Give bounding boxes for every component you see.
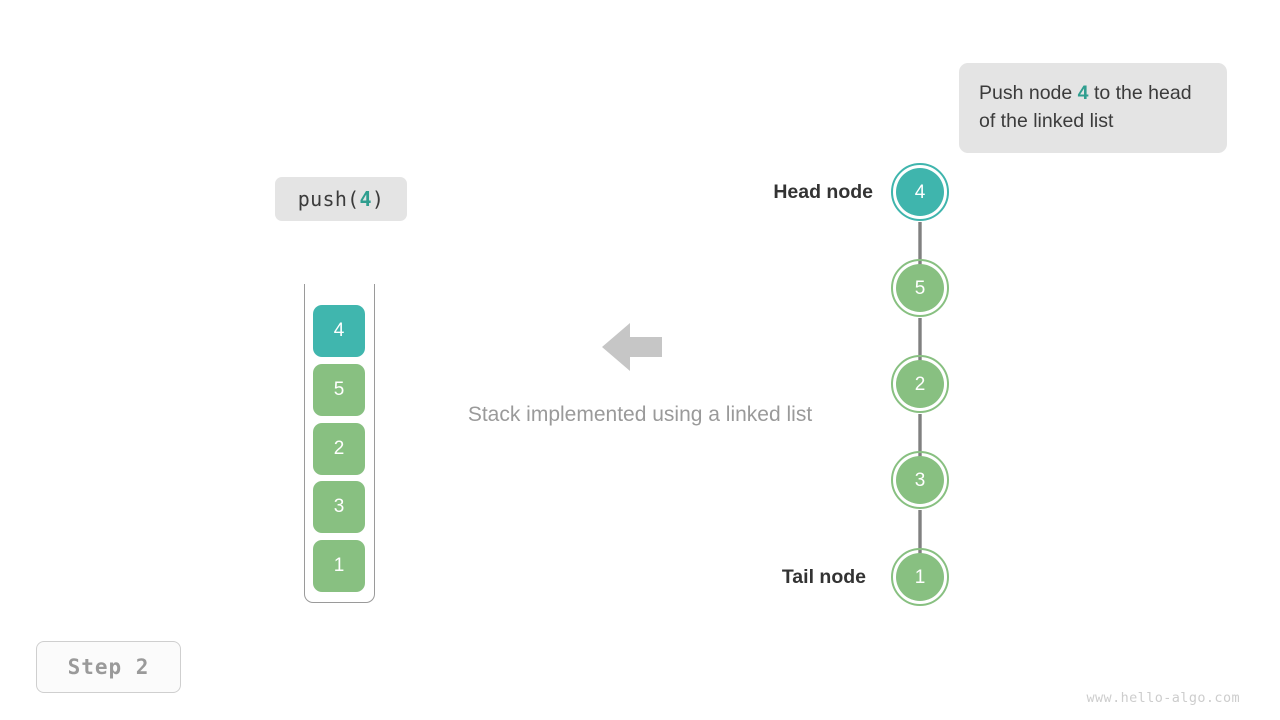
node-ring (891, 259, 949, 317)
stack-cell-4: 1 (313, 540, 365, 592)
node-value: 3 (914, 469, 926, 491)
linked-list-node-4: 1 (891, 548, 949, 606)
node-core: 4 (896, 168, 944, 216)
linked-list-node-0: 4 (891, 163, 949, 221)
node-value: 2 (914, 373, 926, 395)
node-core: 1 (896, 553, 944, 601)
node-core: 3 (896, 456, 944, 504)
push-chip-argument: 4 (359, 187, 372, 211)
push-chip-suffix: ) (371, 187, 385, 211)
node-ring (891, 163, 949, 221)
stack-cell-value: 2 (333, 438, 345, 459)
callout-box: Push node 4 to the head of the linked li… (959, 63, 1227, 153)
node-ring (891, 355, 949, 413)
stack-cell-value: 5 (333, 379, 345, 400)
linked-list-node-1: 5 (891, 259, 949, 317)
site-watermark: www.hello-algo.com (1086, 690, 1240, 706)
node-core: 2 (896, 360, 944, 408)
tail-node-label: Tail node (781, 566, 866, 588)
linked-list-node-2: 2 (891, 355, 949, 413)
diagram-caption: Stack implemented using a linked list (467, 403, 813, 426)
step-badge: Step 2 (36, 641, 181, 693)
stack-cell-value: 3 (333, 496, 345, 517)
push-chip-prefix: push( (297, 187, 360, 211)
linked-list-node-3: 3 (891, 451, 949, 509)
node-value: 5 (914, 277, 926, 299)
node-ring (891, 548, 949, 606)
stack-cell-0: 4 (313, 305, 365, 357)
callout-highlight-value: 4 (1077, 82, 1089, 104)
callout-text-after: to the head of the linked list (979, 82, 1192, 132)
callout-text-before: Push node (979, 82, 1078, 104)
transfer-arrow-left-icon (602, 323, 662, 371)
node-core: 5 (896, 264, 944, 312)
stack-cell-1: 5 (313, 364, 365, 416)
node-ring (891, 451, 949, 509)
push-operation-chip: push(4) (275, 177, 407, 221)
head-node-label: Head node (773, 181, 873, 203)
node-value: 1 (914, 566, 926, 588)
stack-cell-value: 4 (333, 320, 345, 341)
stack-cell-3: 3 (313, 481, 365, 533)
stack-cell-2: 2 (313, 423, 365, 475)
stack-cell-value: 1 (333, 555, 345, 576)
node-value: 4 (914, 181, 926, 203)
